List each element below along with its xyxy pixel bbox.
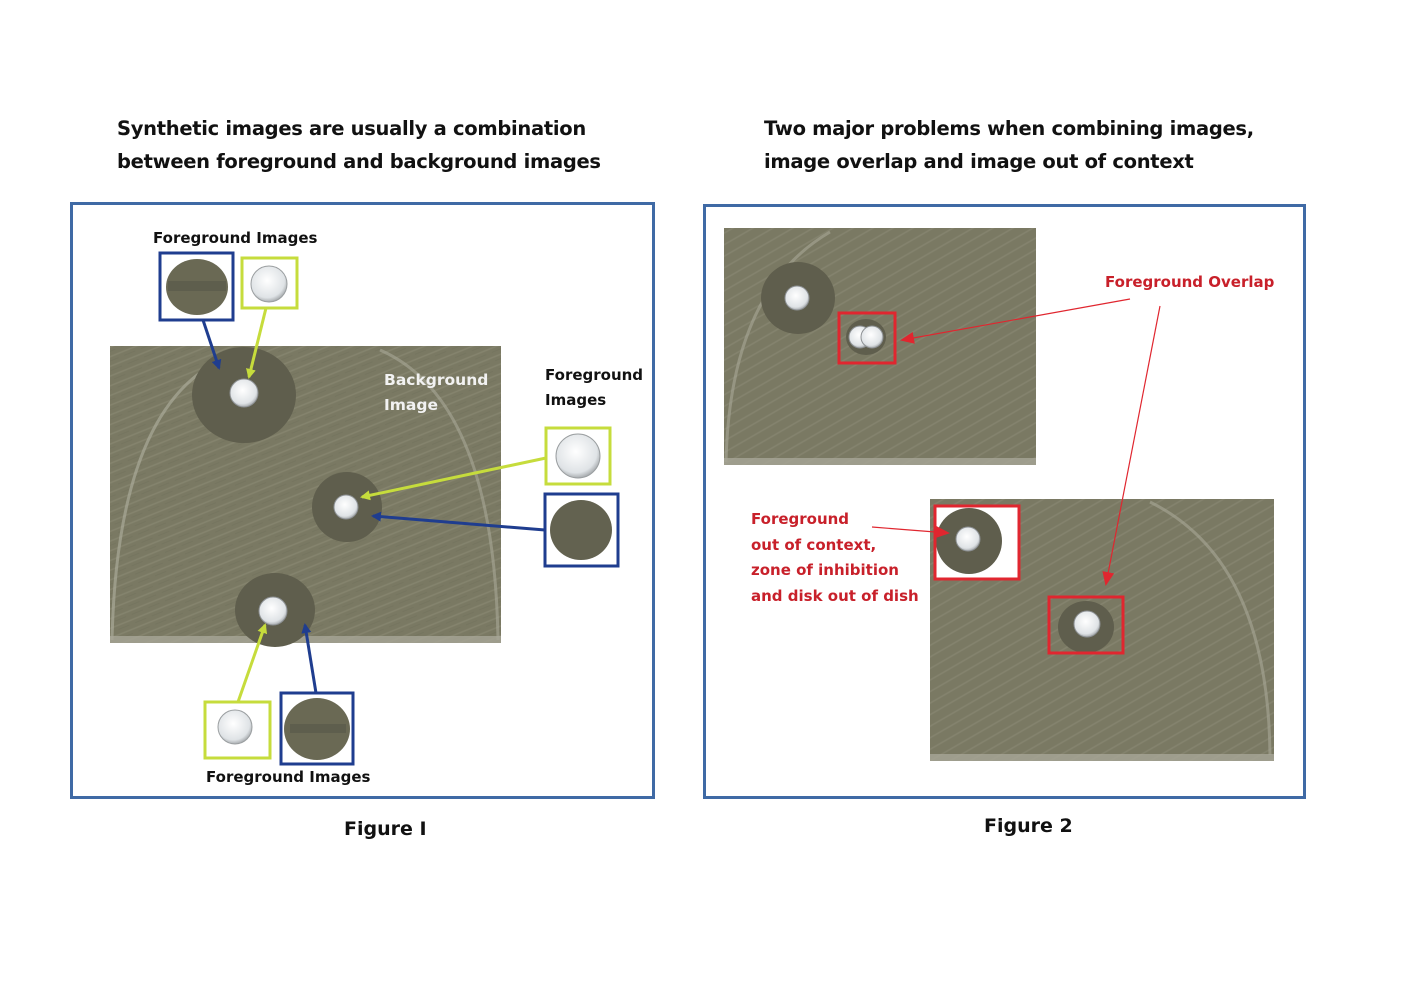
label-background-line1: Background — [384, 371, 489, 389]
antibiotic-disk — [955, 526, 981, 552]
arrow-lime — [246, 307, 268, 379]
label-foreground-images-bottom: Foreground Images — [206, 768, 371, 786]
figure2-caption: Figure 2 — [984, 815, 1073, 837]
label-foreground-images-top: Foreground Images — [153, 229, 318, 247]
label-foreground-right-line1: Foreground — [545, 366, 644, 384]
label-context-line1: Foreground — [751, 510, 850, 528]
foreground-zone-thumbnail — [550, 500, 612, 560]
label-foreground-right-line2: Images — [545, 391, 607, 409]
overlap-highlight-box — [837, 311, 897, 365]
foreground-disk-box — [203, 700, 272, 760]
figure1-frame — [70, 202, 655, 799]
foreground-zone-box — [158, 251, 235, 322]
figure2-heading-line2: image overlap and image out of context — [764, 150, 1194, 173]
arrow-navy — [301, 623, 318, 694]
antibiotic-disk — [229, 378, 259, 408]
figure1-heading-line1: Synthetic images are usually a combinati… — [117, 117, 586, 140]
antibiotic-disk — [784, 285, 810, 311]
out-of-context-highlight-box — [933, 504, 1021, 581]
label-out-of-context: Foreground out of context, zone of inhib… — [751, 507, 919, 609]
label-context-line2: out of context, — [751, 535, 877, 554]
foreground-disk-box — [544, 426, 612, 486]
antibiotic-disk — [333, 494, 359, 520]
antibiotic-disk — [1073, 610, 1101, 638]
arrow-red — [1102, 305, 1161, 586]
label-foreground-images-right: Foreground Images — [545, 363, 643, 413]
figure2-frame — [703, 204, 1306, 799]
label-background-line2: Image — [384, 396, 438, 414]
arrow-red — [871, 526, 950, 539]
label-context-line4: and disk out of dish — [751, 586, 919, 605]
arrow-lime — [360, 456, 547, 501]
antibiotic-disk — [860, 325, 884, 349]
foreground-zone-box — [279, 691, 355, 766]
figure2-heading-line1: Two major problems when combining images… — [764, 117, 1254, 140]
label-context-line3: zone of inhibition — [751, 561, 899, 579]
overlap-highlight-box — [1047, 595, 1125, 655]
foreground-disk-thumbnail — [555, 433, 601, 479]
label-foreground-overlap: Foreground Overlap — [1105, 273, 1275, 291]
figure2-heading: Two major problems when combining images… — [764, 112, 1254, 178]
figure1-caption: Figure I — [344, 818, 427, 840]
arrow-lime — [236, 623, 268, 703]
arrow-red — [900, 298, 1131, 344]
foreground-disk-thumbnail — [250, 265, 288, 303]
foreground-disk-box — [240, 256, 299, 310]
figure1-heading: Synthetic images are usually a combinati… — [117, 112, 601, 178]
foreground-disk-thumbnail — [217, 709, 253, 745]
figure1-heading-line2: between foreground and background images — [117, 150, 601, 173]
arrow-navy — [371, 511, 546, 532]
antibiotic-disk — [258, 596, 288, 626]
label-background-image: Background Image — [384, 368, 488, 418]
arrow-navy — [201, 319, 222, 370]
